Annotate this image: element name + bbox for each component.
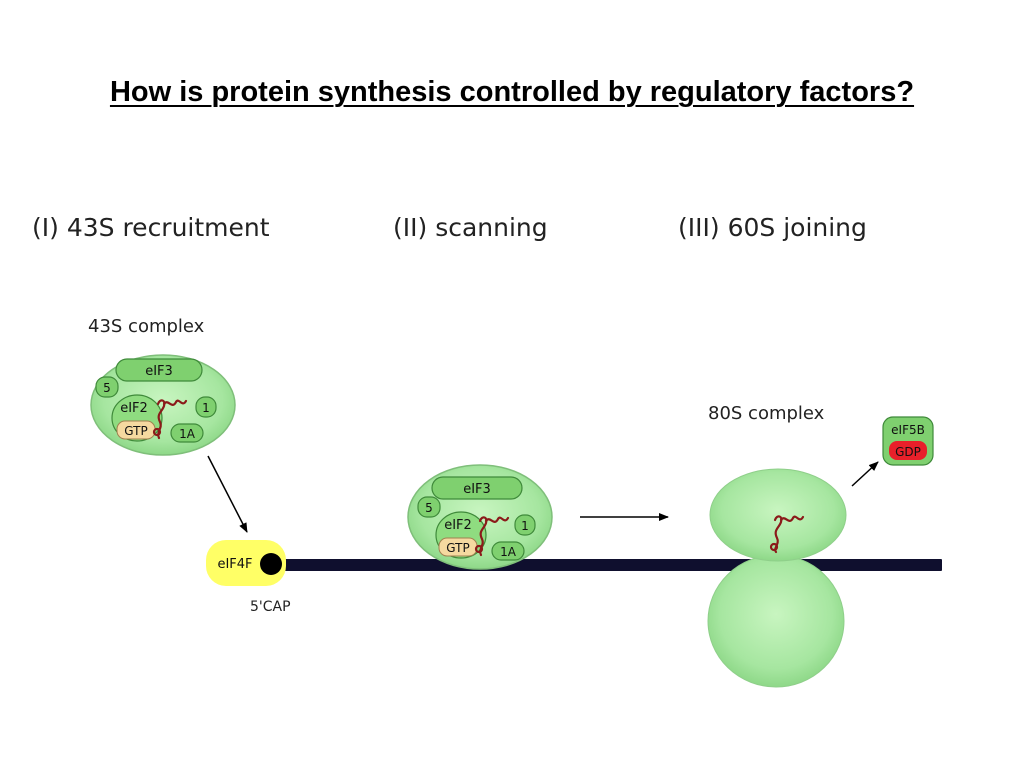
eif5b-factor: eIF5B GDP	[882, 416, 934, 466]
svg-text:1A: 1A	[179, 427, 196, 441]
svg-text:eIF3: eIF3	[463, 482, 491, 497]
eif5-factor	[417, 496, 441, 518]
svg-text:1: 1	[202, 401, 210, 415]
stage-2-label: (II) scanning	[393, 213, 548, 242]
40s-subunit	[709, 468, 847, 562]
gdp-badge	[889, 441, 927, 460]
svg-text:eIF4F: eIF4F	[217, 557, 252, 572]
recruitment-arrow	[207, 455, 248, 533]
svg-text:5: 5	[103, 381, 111, 395]
43s-complex: eIF3 5 eIF2 GTP 1 1A	[90, 354, 236, 456]
svg-text:eIF2: eIF2	[120, 401, 148, 416]
eif1a-factor	[491, 541, 525, 561]
trna-icon	[769, 515, 805, 554]
eif3-factor	[431, 476, 523, 500]
stage-3-label: (III) 60S joining	[678, 213, 867, 242]
80s-complex-label: 80S complex	[708, 403, 825, 424]
eif3-factor	[115, 358, 203, 382]
svg-text:GTP: GTP	[446, 541, 469, 555]
svg-text:eIF2: eIF2	[444, 518, 472, 533]
cap-label: 5'CAP	[250, 599, 291, 615]
eif4f-factor: eIF4F	[206, 540, 286, 586]
eif1-factor	[514, 514, 536, 536]
svg-text:GDP: GDP	[895, 445, 921, 459]
cap-dot-icon	[260, 553, 282, 575]
svg-text:GTP: GTP	[124, 424, 147, 438]
eif1a-factor	[170, 423, 204, 443]
svg-text:1: 1	[521, 519, 529, 533]
svg-text:5: 5	[425, 501, 433, 515]
svg-text:1A: 1A	[500, 545, 517, 559]
svg-text:eIF3: eIF3	[145, 364, 173, 379]
release-arrow	[851, 461, 879, 487]
svg-text:eIF5B: eIF5B	[891, 423, 925, 437]
mrna-strand	[272, 559, 942, 571]
trna-icon	[152, 399, 188, 440]
eif1-factor	[195, 396, 217, 418]
scanning-complex: eIF3 5 eIF2 GTP 1 1A	[407, 464, 553, 570]
stage-1-label: (I) 43S recruitment	[32, 213, 270, 242]
slide-title: How is protein synthesis controlled by r…	[109, 76, 915, 108]
eif5-factor	[95, 376, 119, 398]
trna-icon	[474, 516, 510, 557]
43s-complex-label: 43S complex	[88, 316, 205, 337]
60s-subunit	[707, 554, 845, 688]
80s-complex	[707, 468, 847, 688]
